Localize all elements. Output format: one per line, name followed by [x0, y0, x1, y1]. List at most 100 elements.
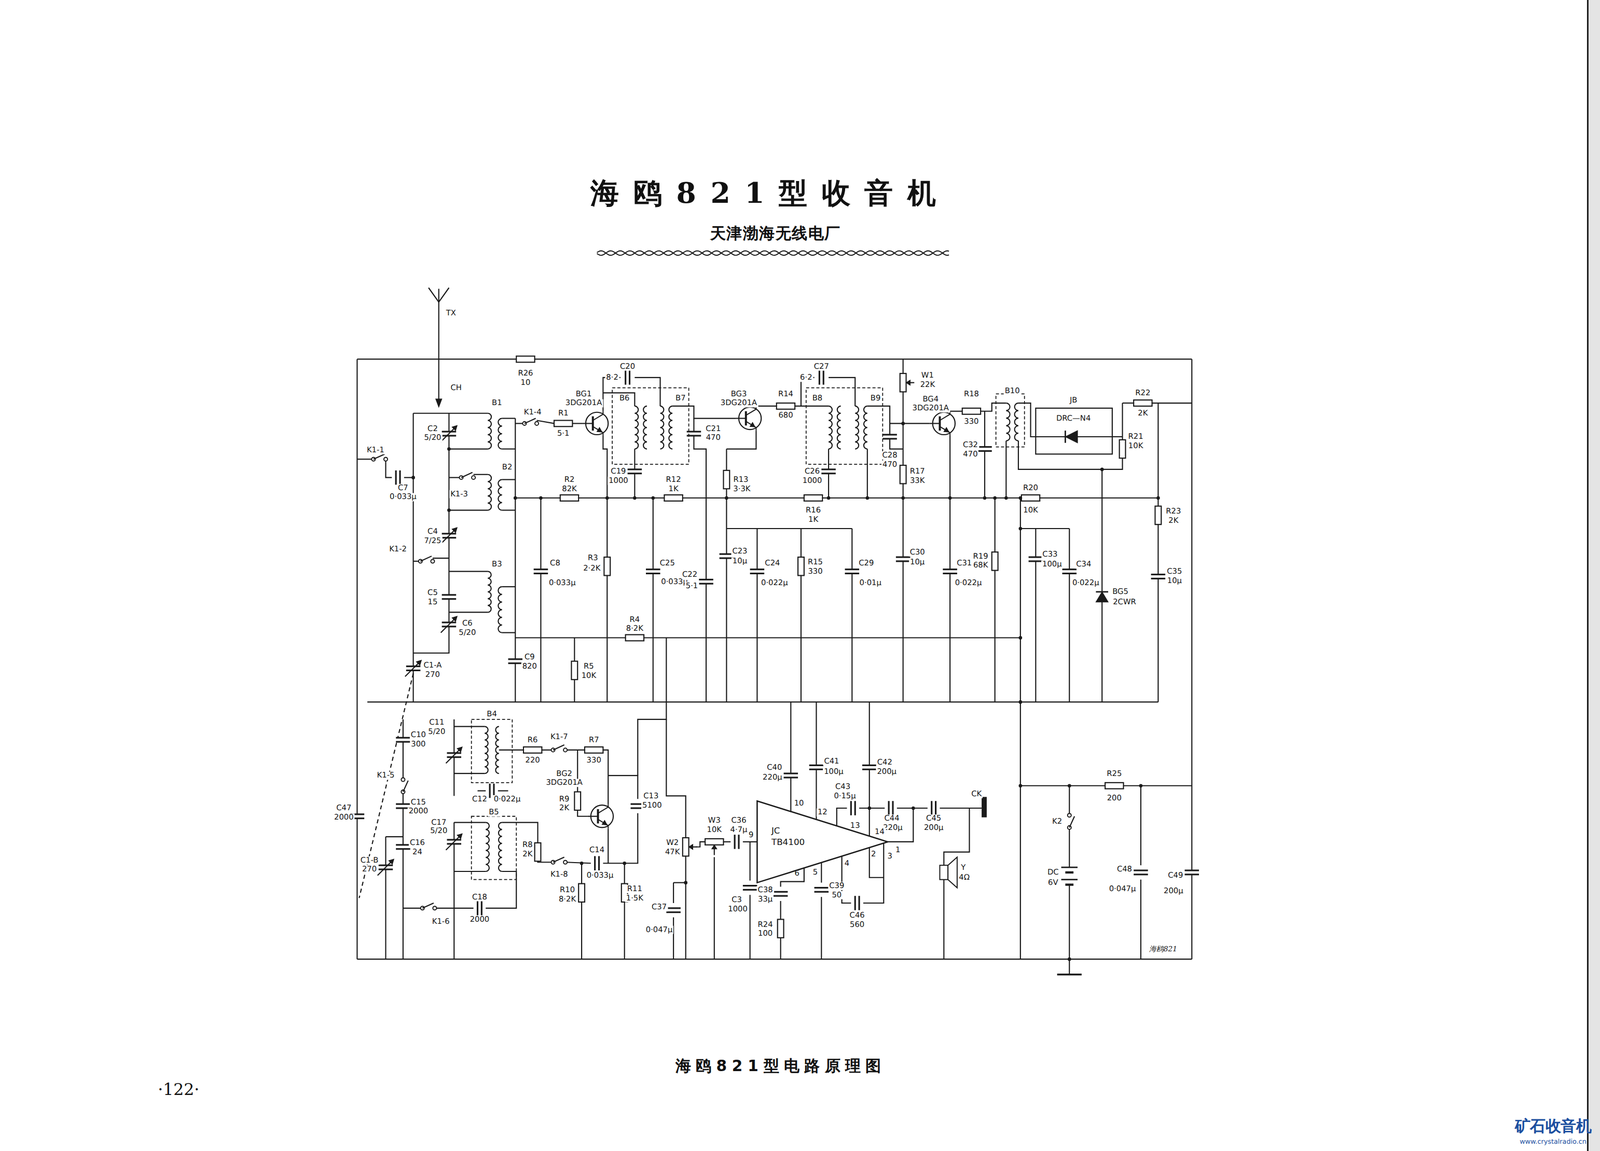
wire [634, 377, 660, 407]
component-label: C42 [876, 758, 894, 767]
capacitor-symbol [442, 536, 457, 539]
wire [842, 856, 852, 903]
capacitor-symbol [395, 803, 411, 806]
transistor-emitter [939, 426, 950, 436]
component-label: R12 [665, 475, 683, 484]
switch-contact [563, 860, 568, 865]
shield-box [806, 388, 884, 465]
component-label: 10μ [1166, 576, 1183, 585]
wire [693, 418, 707, 703]
coil-symbol [487, 571, 492, 613]
resistor-symbol [962, 408, 981, 415]
transistor-collector [592, 411, 604, 421]
wire [356, 359, 358, 960]
capacitor-symbol [624, 370, 627, 385]
capacitor-gap [931, 801, 936, 816]
junction-dot [724, 496, 729, 501]
component-label: 200μ [1162, 887, 1184, 895]
capacitor-symbol [378, 864, 394, 867]
wire [1077, 436, 1113, 438]
component-label: 10 [793, 799, 806, 808]
resistor-symbol [534, 843, 542, 862]
coil-symbol [498, 822, 503, 872]
component-label: 200 [1106, 794, 1123, 803]
diode-symbol [1095, 591, 1109, 593]
switch-contact [430, 559, 435, 563]
component-label: C9 [523, 653, 536, 661]
wire [502, 822, 539, 844]
capacitor-gap [627, 469, 643, 474]
component-label: K1-4 [522, 408, 543, 417]
component-label: 330 [585, 756, 603, 765]
component-label: 1·5K [625, 894, 645, 903]
wiper-arrow [688, 844, 694, 850]
capacitor-symbol [446, 843, 462, 845]
capacitor-gap [395, 470, 400, 486]
junction-dot [411, 475, 416, 480]
component-label: 330 [806, 567, 824, 576]
diode-symbol [1095, 591, 1109, 603]
coil-symbol [863, 406, 868, 450]
capacitor-gap [625, 370, 630, 385]
capacitor-gap [888, 801, 893, 816]
component-label: C37 [650, 903, 668, 912]
capacitor-symbol [442, 431, 457, 433]
wire [1018, 440, 1102, 703]
wire [502, 632, 516, 634]
component-label: 5/20 [422, 434, 443, 443]
speaker-symbol [939, 865, 948, 880]
capacitor-symbol [882, 437, 898, 440]
coil-symbol [485, 822, 490, 872]
battery-symbol [1065, 871, 1074, 874]
heading-text: www.crystalradio.cn [1518, 1138, 1588, 1146]
switch-lever [461, 472, 473, 478]
component-label: 4 [843, 859, 851, 868]
capacitor-symbol [850, 801, 852, 816]
wire [869, 848, 885, 878]
wire [1140, 785, 1142, 866]
decorative-rule [597, 251, 950, 256]
capacitor-gap [821, 469, 836, 474]
capacitor-symbol [783, 776, 799, 779]
transistor-base [929, 422, 941, 424]
transistor-base [582, 422, 593, 424]
wire [780, 901, 782, 920]
wire [749, 842, 751, 881]
capacitor-symbol [446, 752, 462, 754]
coil-symbol [660, 406, 665, 450]
capacitor-symbol [882, 433, 898, 436]
component-label: 3·3K [732, 485, 752, 493]
wire [565, 862, 591, 864]
component-label: 10K [706, 825, 723, 834]
component-label: 12 [816, 808, 829, 817]
capacitor-symbol [598, 856, 600, 871]
component-label: 100 [756, 930, 774, 939]
wire [1140, 879, 1142, 960]
component-label: 8·2 [604, 373, 619, 382]
capacitor-symbol [854, 801, 857, 816]
component-label: 330 [962, 417, 980, 426]
component-label: 0·022μ [954, 578, 984, 587]
capacitor-gap [442, 595, 457, 600]
junction-dot [1018, 496, 1023, 501]
capacitor-symbol [1184, 873, 1200, 876]
component-label: 470 [881, 460, 899, 469]
capacitor-symbol [627, 472, 643, 475]
wire [453, 726, 485, 728]
wire [502, 509, 516, 512]
component-label: 7/25 [422, 536, 443, 545]
capacitor-symbol [742, 889, 758, 891]
component-label: 14 [873, 828, 886, 836]
component-label: 82K [560, 485, 578, 493]
component-label: C47 [335, 804, 353, 813]
wire [402, 792, 404, 960]
wire [672, 406, 736, 419]
capacitor-symbol [1061, 572, 1077, 575]
resistor-symbol [776, 403, 795, 410]
wire [794, 405, 829, 407]
capacitor-symbol [895, 560, 911, 562]
component-label: R13 [732, 475, 750, 484]
component-label: C31 [955, 559, 973, 568]
capacitor-symbol [773, 895, 789, 898]
